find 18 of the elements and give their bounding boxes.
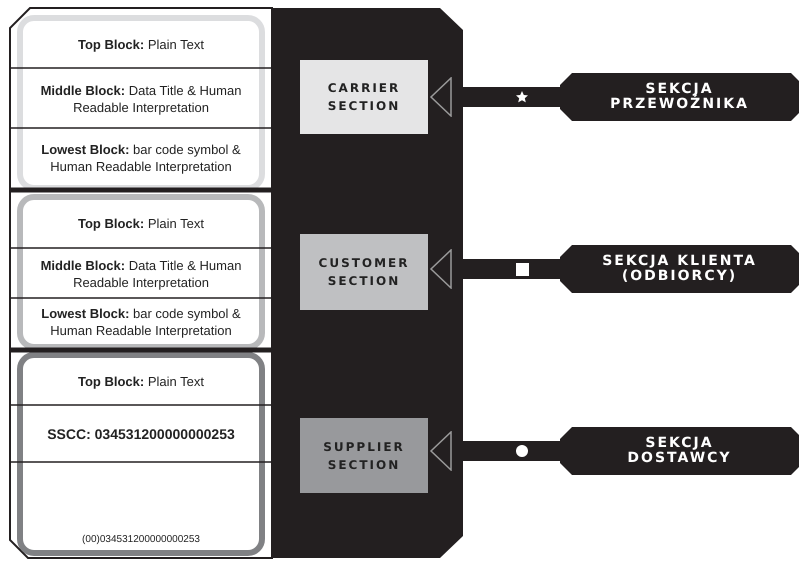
- section-tag: CUSTOMER SECTION: [300, 234, 428, 310]
- block-text: Middle Block: Data Title & Human Readable Interpretation: [40, 256, 242, 290]
- section-banner: SEKCJA PRZEWOŹNIKA: [560, 73, 799, 121]
- section-banner: SEKCJA DOSTAWCY: [560, 427, 799, 475]
- section-tag: CARRIER SECTION: [300, 60, 428, 134]
- section-tag: SUPPLIER SECTION: [300, 418, 428, 493]
- block-text: Lowest Block: bar code symbol & Human Readable Interpretation: [40, 141, 242, 175]
- arrow: [430, 249, 560, 289]
- section-banner: SEKCJA KLIENTA (ODBIORCY): [560, 245, 799, 293]
- block-text: Lowest Block: bar code symbol & Human Readable Interpretation: [40, 305, 242, 339]
- block-text: Top Block: Plain Text: [78, 215, 204, 232]
- block-text: Top Block: Plain Text: [78, 36, 204, 52]
- barcode-digits: (00)034531200000000253: [82, 532, 200, 546]
- block-text: Middle Block: Data Title & Human Readable Interpretation: [40, 82, 242, 116]
- arrow: [430, 77, 560, 117]
- block-text: Top Block: Plain Text: [78, 372, 204, 390]
- block-text: SSCC: 034531200000000253: [47, 426, 235, 442]
- arrow: [430, 431, 560, 471]
